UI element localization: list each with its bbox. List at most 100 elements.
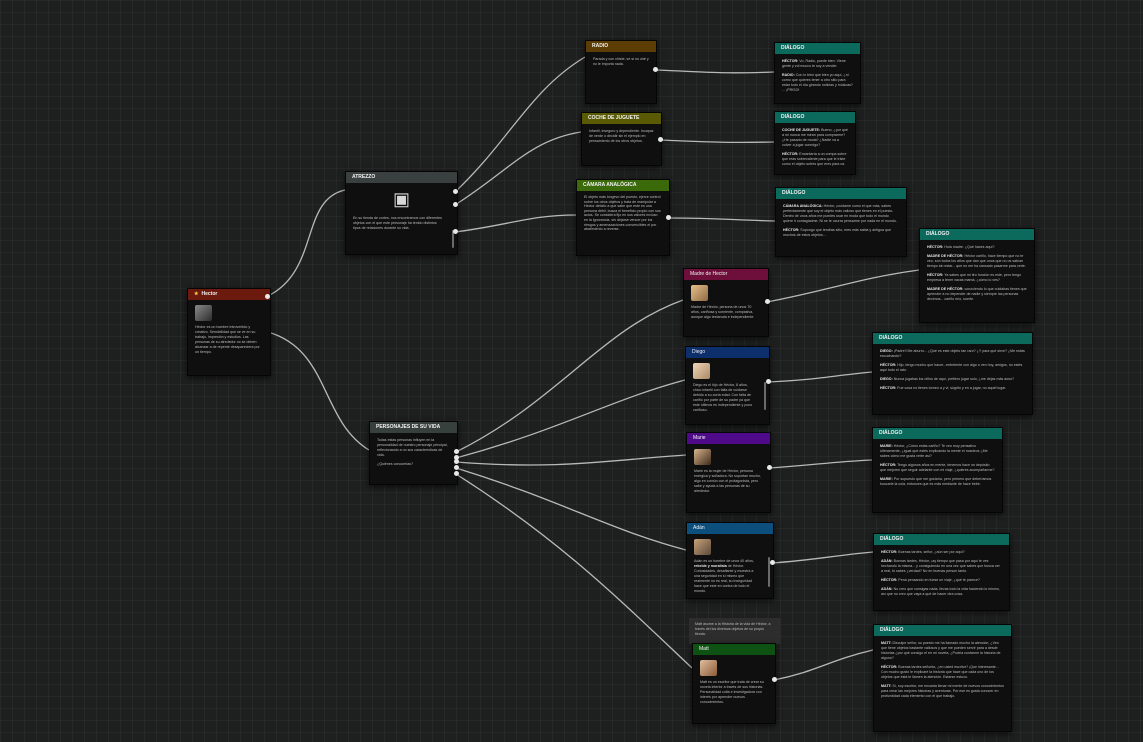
dialog-madre[interactable]: DIÁLOGO HÉCTOR: Hola madre. ¿Qué haces a… xyxy=(919,228,1035,323)
dialog-text: Vo, Radio, puede bien. Viene gente y vol… xyxy=(782,59,846,68)
node-madre-de-hector[interactable]: Madre de Hector Madre de Héctor, persona… xyxy=(683,268,769,337)
dialog-diego[interactable]: DIÁLOGO DIEGO: ¡Padre!! Me aburro... ¿Qu… xyxy=(872,332,1033,415)
dialog-title: DIÁLOGO xyxy=(781,114,805,120)
dialog-title: DIÁLOGO xyxy=(880,627,904,633)
output-port[interactable] xyxy=(453,229,458,234)
node-atrezzo[interactable]: ATREZZO ▣ En su tienda de cortes, nos en… xyxy=(345,171,458,255)
node-title: CÁMARA ANALÓGICA xyxy=(583,182,637,188)
treasure-chest-icon: ▣ xyxy=(392,189,410,209)
dialog-header: DIÁLOGO xyxy=(874,534,1009,545)
node-radio[interactable]: RADIO Parada y con chiste, se si no oiré… xyxy=(585,40,657,104)
node-question: ¿Quiénes conocerlas? xyxy=(377,462,413,466)
node-body: El objeto más longevo del puesto, ejerce… xyxy=(577,191,669,237)
dialog-coche[interactable]: DIÁLOGO COCHE DE JUGUETE: Bueno, ¿por qu… xyxy=(774,111,856,175)
node-body: Madre de Héctor, persona de unos 70 años… xyxy=(684,280,768,325)
dialog-speaker: ADÁN: xyxy=(881,587,893,591)
dialog-speaker: DIEGO: xyxy=(880,377,893,381)
dialog-body: DIEGO: ¡Padre!! Me aburro... ¿Qué es est… xyxy=(873,344,1032,400)
output-port[interactable] xyxy=(772,677,777,682)
output-port[interactable] xyxy=(767,465,772,470)
scrollbar[interactable] xyxy=(452,230,454,248)
dialog-speaker: MATT: xyxy=(881,684,892,688)
output-port[interactable] xyxy=(658,137,663,142)
dialog-text: Héctor, ¿Cómo estás cariño? Te veo muy p… xyxy=(880,444,988,458)
dialog-line: HÉCTOR: Ya sabes que mi tiro función es … xyxy=(927,273,1027,283)
dialog-line: HÉCTOR: Pena pensando en fuese un viaje,… xyxy=(881,578,1002,583)
output-port[interactable] xyxy=(454,465,459,470)
wire-atrezzo-radio xyxy=(454,56,586,193)
output-port[interactable] xyxy=(666,215,671,220)
dialog-title: DIÁLOGO xyxy=(926,231,950,237)
output-port[interactable] xyxy=(454,459,459,464)
dialog-speaker: CÁMARA ANALÓGICA: xyxy=(783,204,823,208)
scrollbar[interactable] xyxy=(764,382,766,410)
dialog-speaker: HÉCTOR: xyxy=(927,273,944,277)
wire-diego-dialog xyxy=(767,371,873,383)
node-header: ★Hector xyxy=(188,289,270,300)
dialog-marie[interactable]: DIÁLOGO MARIE: Héctor, ¿Cómo estás cariñ… xyxy=(872,427,1003,513)
output-port[interactable] xyxy=(766,379,771,384)
dialog-header: DIÁLOGO xyxy=(873,333,1032,344)
dialog-title: DIÁLOGO xyxy=(781,45,805,51)
wire-coche-dialog xyxy=(659,139,775,144)
wire-atrezzo-camara xyxy=(454,214,577,233)
output-port[interactable] xyxy=(454,471,459,476)
node-diego[interactable]: Diego Diego es el hijo de Héctor, 8 años… xyxy=(685,346,770,425)
node-camara-analogica[interactable]: CÁMARA ANALÓGICA El objeto más longevo d… xyxy=(576,179,670,256)
dialog-text: Fue cosa no tienes torneo a y vi, súgrit… xyxy=(896,386,1007,390)
dialog-text: Tengo algunos años en mente, tenemos hac… xyxy=(880,463,995,472)
wire-marie-dialog xyxy=(768,459,873,469)
dialog-line: MARIE: Por supuesto que me gustaría, per… xyxy=(880,477,995,487)
node-header: Diego xyxy=(686,347,769,358)
adan-avatar xyxy=(694,539,711,555)
dialog-speaker: HÉCTOR: xyxy=(783,228,800,232)
dialog-text: Por supuesto que me gustaría, pero prime… xyxy=(880,477,992,486)
hector-avatar xyxy=(195,305,212,321)
dialog-speaker: RADIO: xyxy=(782,73,795,77)
node-description: Marie es la mujer de Héctor, persona ené… xyxy=(694,469,761,493)
output-port[interactable] xyxy=(453,189,458,194)
dialog-matt[interactable]: DIÁLOGO MATT: Disculpe señor, su puesto … xyxy=(873,624,1012,732)
node-matt[interactable]: Matt Matt es un escritor que trata de cr… xyxy=(692,643,776,724)
wire-matt-dialog xyxy=(773,649,874,681)
adan-text-post: de Héctor. Curiosidades, desafiante y mu… xyxy=(694,564,754,593)
node-adan[interactable]: Adán Adán es un hombre de unos 40 años, … xyxy=(686,522,774,599)
node-title: Adán xyxy=(693,525,705,531)
dialog-speaker: HÉCTOR: xyxy=(880,363,897,367)
dialog-adan[interactable]: DIÁLOGO HÉCTOR: Buenas tardes, señor, ¿a… xyxy=(873,533,1010,611)
dialog-line: HÉCTOR: Tengo algunos años en mente, ten… xyxy=(880,463,995,473)
output-port[interactable] xyxy=(453,202,458,207)
node-marie[interactable]: Marie Marie es la mujer de Héctor, perso… xyxy=(686,432,771,513)
node-title: Madre de Hector xyxy=(690,271,728,277)
dialog-speaker: HÉCTOR: xyxy=(927,245,944,249)
node-hector[interactable]: ★Hector Héctor es un hombre introvertido… xyxy=(187,288,271,376)
dialog-text: Encantaría a un compa sobre que eras sob… xyxy=(782,152,847,166)
node-coche-de-juguete[interactable]: COCHE DE JUGUETE Infantil, inseguro y de… xyxy=(581,112,662,166)
output-port[interactable] xyxy=(770,560,775,565)
output-port[interactable] xyxy=(265,294,270,299)
dialog-radio[interactable]: DIÁLOGO HÉCTOR: Vo, Radio, puede bien. V… xyxy=(774,42,861,104)
node-description: Madre de Héctor, persona de unos 70 años… xyxy=(691,305,755,319)
dialog-camara[interactable]: DIÁLOGO CÁMARA ANALÓGICA: Héctor, ¡cuída… xyxy=(775,187,907,257)
wire-personajes-marie xyxy=(455,454,687,466)
node-title: COCHE DE JUGUETE xyxy=(588,115,640,121)
node-header: Madre de Hector xyxy=(684,269,768,280)
dialog-title: DIÁLOGO xyxy=(879,430,903,436)
node-body: Héctor es un hombre introvertido y creat… xyxy=(188,300,270,360)
scrollbar[interactable] xyxy=(768,557,770,587)
node-body: Infantil, inseguro y dependiente. Incapa… xyxy=(582,124,661,149)
node-personajes-de-su-vida[interactable]: PERSONAJES DE SU VIDA Todas estas person… xyxy=(369,421,458,485)
dialog-header: DIÁLOGO xyxy=(775,112,855,123)
output-port[interactable] xyxy=(765,299,770,304)
dialog-body: HÉCTOR: Hola madre. ¿Qué haces aquí? MAD… xyxy=(920,240,1034,311)
node-body: Matt es un escritor que trata de crear s… xyxy=(693,655,775,710)
dialog-line: COCHE DE JUGUETE: Bueno, ¿por qué a mí n… xyxy=(782,128,848,148)
note-text: Matt asume a la Historia de la vida de H… xyxy=(695,622,771,636)
output-port[interactable] xyxy=(653,67,658,72)
dialog-line: RADIO: Con lo bien que bien yo aquí, ¿ni… xyxy=(782,73,853,93)
output-port[interactable] xyxy=(454,449,459,454)
dialog-body: CÁMARA ANALÓGICA: Héctor, ¡cuídame como … xyxy=(776,199,906,247)
dialog-text: Héctor, ¡cuídame como el que más, sabes … xyxy=(783,204,897,223)
dialog-header: DIÁLOGO xyxy=(873,428,1002,439)
output-port[interactable] xyxy=(454,455,459,460)
